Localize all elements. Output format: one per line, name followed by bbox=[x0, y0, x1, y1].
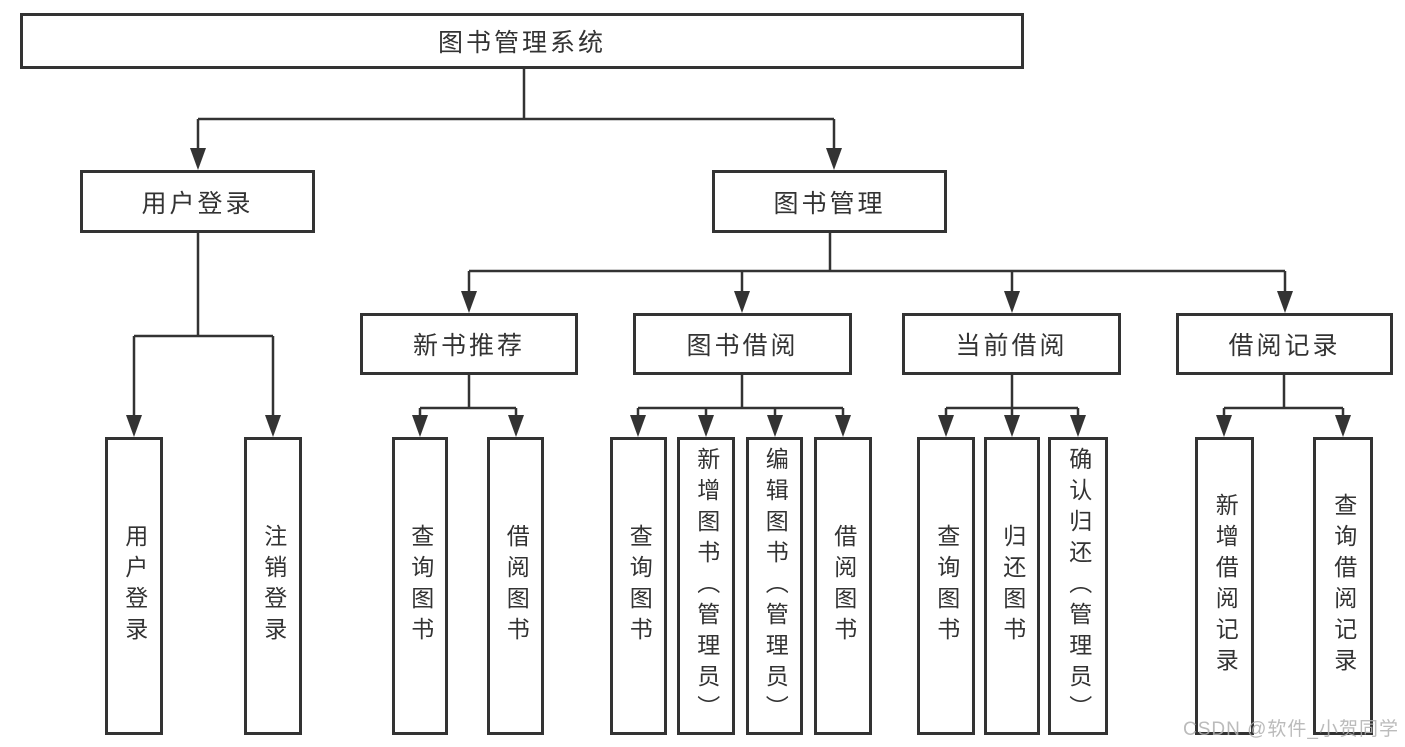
arrowhead-icon bbox=[1335, 415, 1351, 437]
leaf-query-borrow-record: 查询借阅记录 bbox=[1313, 437, 1373, 735]
arrowhead-icon bbox=[826, 148, 842, 170]
arrowhead-icon bbox=[630, 415, 646, 437]
arrowhead-icon bbox=[461, 291, 477, 313]
leaf-borrow-books-2: 借阅图书 bbox=[814, 437, 872, 735]
node-label: 查询图书 bbox=[933, 524, 960, 648]
arrowhead-icon bbox=[508, 415, 524, 437]
edges-book-mgmt-to-level2 bbox=[461, 233, 1293, 313]
arrowhead-icon bbox=[698, 415, 714, 437]
node-label: 注销登录 bbox=[260, 524, 287, 648]
leaf-user-login: 用户登录 bbox=[105, 437, 163, 735]
node-label: 借阅记录 bbox=[1228, 332, 1341, 360]
edges-user-login-children bbox=[126, 233, 281, 437]
node-book-management: 图书管理 bbox=[712, 170, 947, 233]
node-label: 新书推荐 bbox=[412, 332, 525, 360]
node-label: 当前借阅 bbox=[955, 332, 1068, 360]
arrowhead-icon bbox=[1277, 291, 1293, 313]
node-label: 查询图书 bbox=[626, 524, 653, 648]
node-new-book-recommend: 新书推荐 bbox=[360, 313, 578, 375]
node-label: 确认归还（管理员） bbox=[1065, 446, 1092, 726]
node-user-login: 用户登录 bbox=[80, 170, 315, 233]
node-current-borrow: 当前借阅 bbox=[902, 313, 1121, 375]
arrowhead-icon bbox=[938, 415, 954, 437]
leaf-logout: 注销登录 bbox=[244, 437, 302, 735]
node-borrow-records: 借阅记录 bbox=[1176, 313, 1393, 375]
node-label: 图书借阅 bbox=[686, 332, 799, 360]
leaf-query-books-2: 查询图书 bbox=[610, 437, 667, 735]
node-label: 借阅图书 bbox=[830, 524, 857, 648]
node-label: 编辑图书（管理员） bbox=[762, 446, 789, 726]
arrowhead-icon bbox=[734, 291, 750, 313]
leaf-add-borrow-record: 新增借阅记录 bbox=[1195, 437, 1254, 735]
node-label: 查询图书 bbox=[407, 524, 434, 648]
arrowhead-icon bbox=[412, 415, 428, 437]
arrowhead-icon bbox=[126, 415, 142, 437]
watermark: CSDN @软件_小贺同学 bbox=[1183, 719, 1399, 740]
node-label: 归还图书 bbox=[999, 524, 1026, 648]
leaf-edit-book-admin: 编辑图书（管理员） bbox=[746, 437, 803, 735]
node-label: 图书管理系统 bbox=[437, 29, 606, 57]
edges-borrow-records-children bbox=[1216, 375, 1351, 437]
arrowhead-icon bbox=[1070, 415, 1086, 437]
arrowhead-icon bbox=[1004, 415, 1020, 437]
edges-book-borrow-children bbox=[630, 375, 851, 437]
edges-new-book-children bbox=[412, 375, 524, 437]
node-label: 新增借阅记录 bbox=[1212, 493, 1239, 679]
node-label: 借阅图书 bbox=[503, 524, 530, 648]
edges-root-to-level1 bbox=[190, 69, 842, 170]
leaf-return-books: 归还图书 bbox=[984, 437, 1040, 735]
leaf-query-books-1: 查询图书 bbox=[392, 437, 448, 735]
arrowhead-icon bbox=[265, 415, 281, 437]
node-label: 查询借阅记录 bbox=[1330, 493, 1357, 679]
node-label: 图书管理 bbox=[773, 189, 886, 218]
leaf-confirm-return-admin: 确认归还（管理员） bbox=[1048, 437, 1108, 735]
leaf-add-book-admin: 新增图书（管理员） bbox=[677, 437, 735, 735]
arrowhead-icon bbox=[767, 415, 783, 437]
node-book-borrow: 图书借阅 bbox=[633, 313, 852, 375]
leaf-query-books-3: 查询图书 bbox=[917, 437, 975, 735]
node-label: 新增图书（管理员） bbox=[693, 446, 720, 726]
arrowhead-icon bbox=[1004, 291, 1020, 313]
node-root: 图书管理系统 bbox=[20, 13, 1024, 69]
arrowhead-icon bbox=[835, 415, 851, 437]
arrowhead-icon bbox=[190, 148, 206, 170]
edges-current-borrow-children bbox=[938, 375, 1086, 437]
arrowhead-icon bbox=[1216, 415, 1232, 437]
node-label: 用户登录 bbox=[141, 189, 254, 218]
leaf-borrow-books-1: 借阅图书 bbox=[487, 437, 544, 735]
node-label: 用户登录 bbox=[121, 524, 148, 648]
